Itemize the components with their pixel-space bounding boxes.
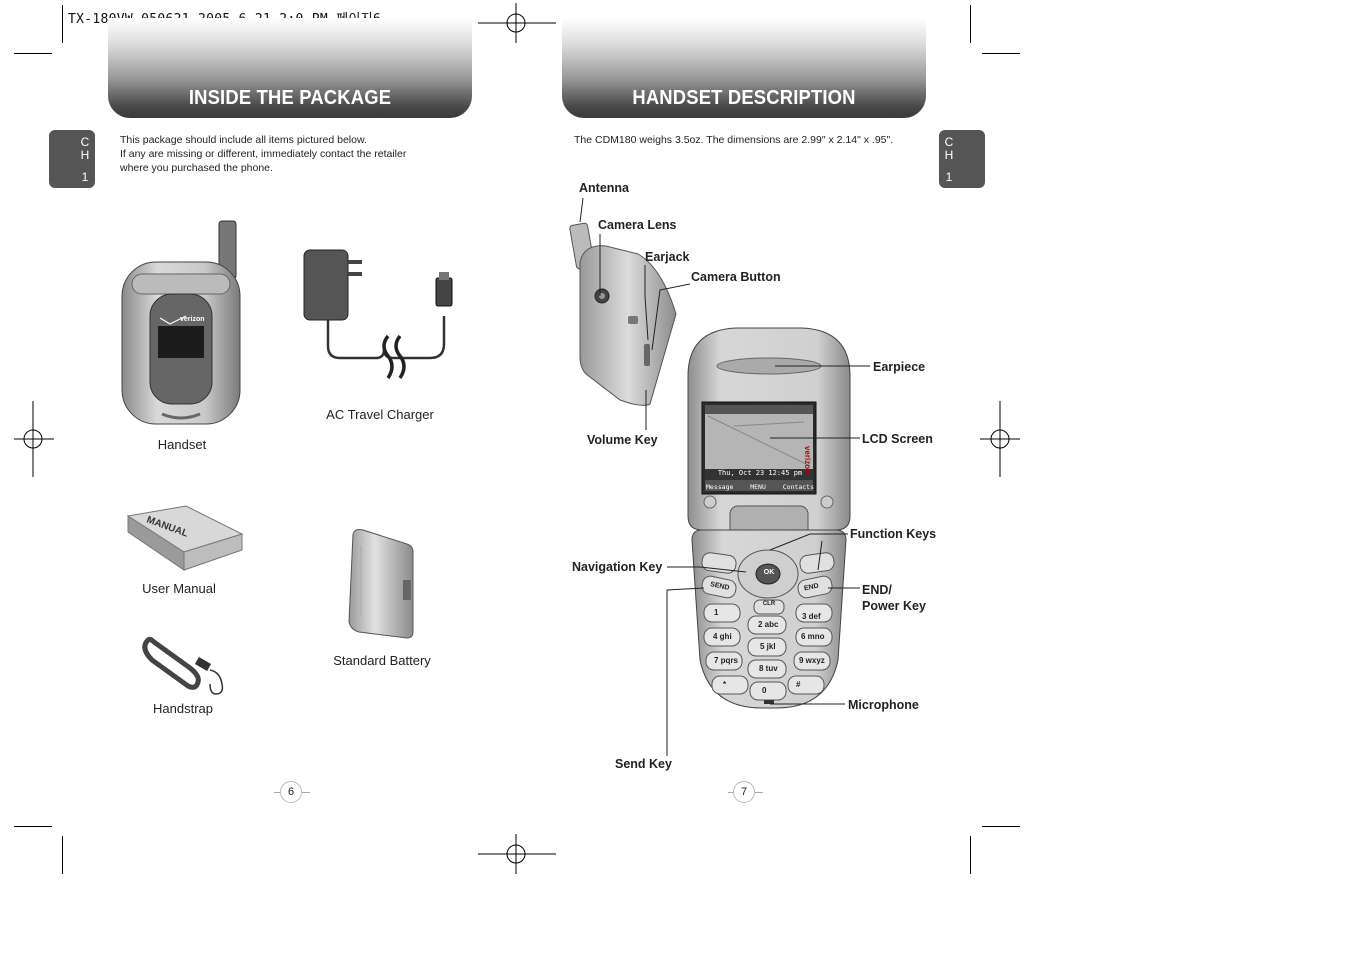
handset-image: verizon xyxy=(121,220,241,425)
chapter-tab-number: 1 xyxy=(81,170,89,184)
chapter-tab-letter: H xyxy=(80,148,90,162)
intro-line: where you purchased the phone. xyxy=(120,162,273,174)
callout-antenna: Antenna xyxy=(579,181,629,195)
chapter-tab-letter: C xyxy=(80,135,90,149)
key-label: # xyxy=(796,680,801,689)
key-label: 0 xyxy=(762,686,767,695)
callout-navigation-key: Navigation Key xyxy=(572,560,663,574)
callout-end-line: END/ xyxy=(862,583,892,597)
key-label: 8 tuv xyxy=(759,664,778,673)
section-banner-right: HANDSET DESCRIPTION xyxy=(562,18,926,118)
callout-earpiece: Earpiece xyxy=(873,360,926,374)
dimensions-text: The CDM180 weighs 3.5oz. The dimensions … xyxy=(574,134,894,146)
callout-end-power-key: END/ Power Key xyxy=(862,582,926,614)
package-intro: This package should include all items pi… xyxy=(120,133,460,175)
item-caption-charger: AC Travel Charger xyxy=(326,407,434,422)
callout-send-key: Send Key xyxy=(615,757,672,771)
key-label: 1 xyxy=(714,608,719,617)
intro-line: This package should include all items pi… xyxy=(120,134,367,146)
key-label: 6 mno xyxy=(801,632,825,641)
svg-text:verizon: verizon xyxy=(180,316,205,323)
softkey-contacts: Contacts xyxy=(782,483,814,491)
page-number-left: 6 xyxy=(280,781,302,803)
key-label: 5 jkl xyxy=(760,642,776,651)
page-number-right: 7 xyxy=(733,781,755,803)
item-caption-handstrap: Handstrap xyxy=(153,701,213,716)
phone-front-view-image xyxy=(687,327,851,709)
screen-date: Thu, Oct 23 12:45 pm xyxy=(717,469,803,477)
key-label: 7 pqrs xyxy=(714,656,739,665)
softkey-menu: MENU xyxy=(750,483,766,491)
callout-power-key-line: Power Key xyxy=(862,599,926,613)
key-label: 9 wxyz xyxy=(799,656,825,665)
key-label: 4 ghi xyxy=(713,632,732,641)
chapter-tab-letter: C xyxy=(944,135,954,149)
callout-volume-key: Volume Key xyxy=(587,433,658,447)
softkey-message: Message xyxy=(706,483,734,491)
page-title-left: INSIDE THE PACKAGE xyxy=(188,87,392,109)
phone-side-view-image xyxy=(569,222,677,406)
screen-softkeys: Message MENU Contacts xyxy=(706,483,814,491)
key-label: 3 def xyxy=(802,612,821,621)
chapter-tab-number: 1 xyxy=(945,170,953,184)
ok-key-label: OK xyxy=(763,569,775,576)
callout-lcd-screen: LCD Screen xyxy=(862,432,933,446)
page-title-right: HANDSET DESCRIPTION xyxy=(632,87,856,109)
charger-image xyxy=(303,249,453,379)
callout-camera-button: Camera Button xyxy=(691,270,781,284)
callout-earjack: Earjack xyxy=(645,250,690,264)
intro-line: If any are missing or different, immedia… xyxy=(120,148,407,160)
clr-key-label: CLR xyxy=(762,601,776,607)
manual-image: MANUAL xyxy=(126,505,244,571)
chapter-tab-letter: H xyxy=(944,148,954,162)
key-label: 2 abc xyxy=(758,620,779,629)
chapter-tab-right: C H 1 xyxy=(939,130,985,188)
callout-function-keys: Function Keys xyxy=(850,527,937,541)
item-caption-handset: Handset xyxy=(157,437,207,452)
handstrap-image xyxy=(142,636,224,695)
battery-image xyxy=(348,529,414,639)
section-banner-left: INSIDE THE PACKAGE xyxy=(108,18,472,118)
key-label: * xyxy=(723,680,727,689)
callout-microphone: Microphone xyxy=(848,698,919,712)
item-caption-battery: Standard Battery xyxy=(333,653,431,668)
item-caption-manual: User Manual xyxy=(142,581,216,596)
callout-camera-lens: Camera Lens xyxy=(598,218,677,232)
chapter-tab-left: C H 1 xyxy=(49,130,95,188)
